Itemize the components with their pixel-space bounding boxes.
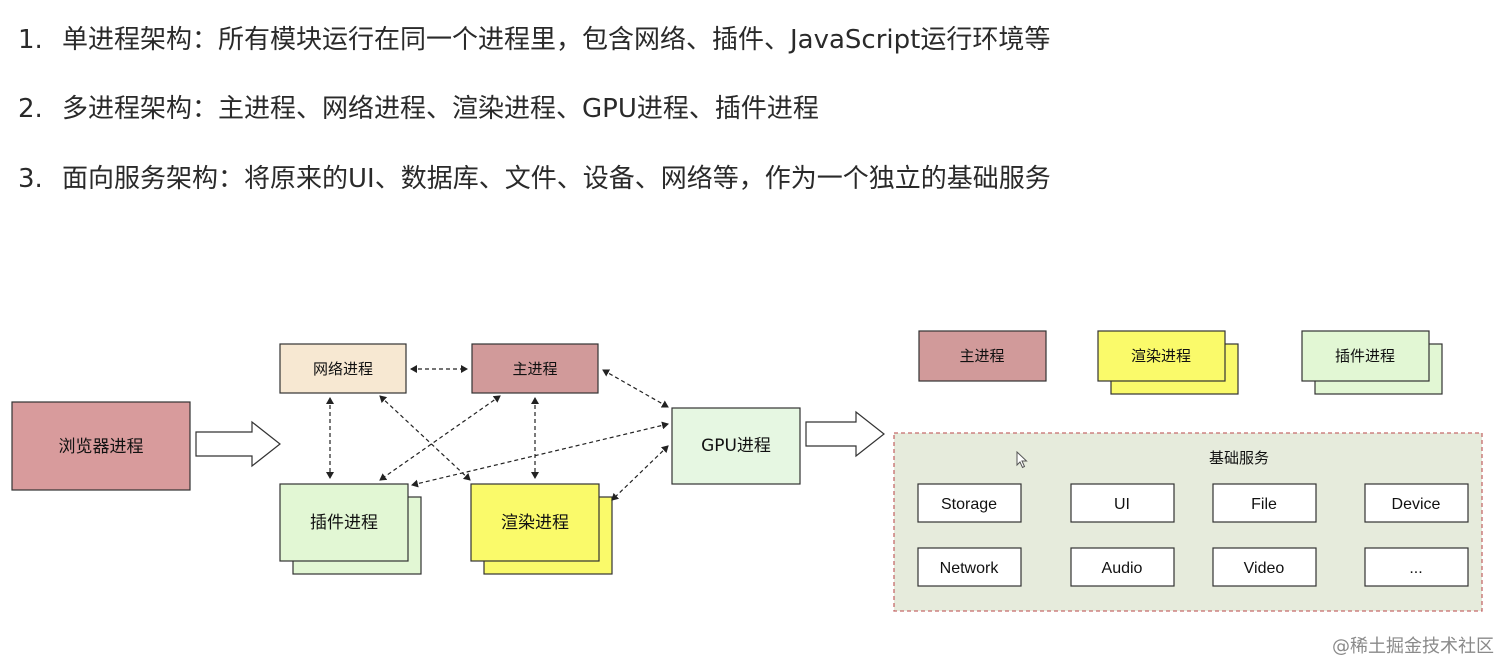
render-process-rect [470,483,600,562]
right-plugin-process-stack: 插件进程 [1301,330,1443,395]
right-main-process-box: 主进程 [918,330,1047,382]
base-services-title: 基础服务 [1209,449,1269,467]
service-file-label: File [1251,496,1277,513]
hollow-arrow-2 [805,410,885,458]
list-item: 3. 面向服务架构：将原来的UI、数据库、文件、设备、网络等，作为一个独立的基础服… [18,161,1051,197]
right-main-process-label: 主进程 [959,347,1004,365]
list-item-text: 多进程架构：主进程、网络进程、渲染进程、GPU进程、插件进程 [62,94,819,124]
mouse-cursor-icon [1016,451,1028,469]
main-process-label: 主进程 [512,360,557,378]
service-audio-rect [1070,547,1175,587]
service-video-label: Video [1244,560,1285,577]
browser-process-rect [11,401,191,491]
network-process-box: 网络进程 [279,343,407,394]
main-process-box: 主进程 [471,343,599,394]
service-item: File [1212,483,1317,523]
service-item: ... [1364,547,1469,587]
connector-network-render [379,395,471,481]
right-plugin-process-rect [1301,330,1430,382]
connector-gpu-render [611,445,669,501]
list-item-number: 2. [18,94,43,124]
right-render-process-label: 渲染进程 [1131,347,1191,365]
service-network-label: Network [940,560,1000,577]
service-item: Network [917,547,1022,587]
render-process-label: 渲染进程 [501,513,569,533]
service-network-rect [917,547,1022,587]
service-more-label: ... [1409,560,1422,577]
plugin-process-stack: 插件进程 [279,483,422,575]
connector-main-gpu [602,369,669,408]
list-item-text: 单进程架构：所有模块运行在同一个进程里，包含网络、插件、JavaScript运行… [62,25,1051,55]
list-item-text: 面向服务架构：将原来的UI、数据库、文件、设备、网络等，作为一个独立的基础服务 [62,164,1051,194]
gpu-process-box: GPU进程 [671,407,801,485]
connector-gpu-plugin [411,421,669,488]
connector-main-plugin [379,395,501,481]
service-device-label: Device [1392,496,1441,513]
watermark: @稀土掘金技术社区 [1332,636,1494,657]
gpu-process-rect [671,407,801,485]
render-process-stack: 渲染进程 [470,483,613,575]
service-file-rect [1212,483,1317,523]
browser-process-label: 浏览器进程 [59,437,144,457]
right-main-process-rect [918,330,1047,382]
service-device-rect [1364,483,1469,523]
list-item: 1. 单进程架构：所有模块运行在同一个进程里，包含网络、插件、JavaScript… [18,22,1050,58]
list-item-number: 3. [18,164,43,194]
browser-process-box: 浏览器进程 [11,401,191,491]
main-process-rect [471,343,599,394]
service-item: Video [1212,547,1317,587]
service-ui-label: UI [1114,496,1130,513]
base-services-container: 基础服务 Storage UI File Device Network Audi… [893,432,1483,612]
service-item: UI [1070,483,1175,523]
service-item: Storage [917,483,1022,523]
list-item: 2. 多进程架构：主进程、网络进程、渲染进程、GPU进程、插件进程 [18,91,819,127]
network-process-rect [279,343,407,394]
connector-group [326,365,669,501]
right-render-process-rect [1097,330,1226,382]
service-more-rect [1364,547,1469,587]
service-audio-label: Audio [1102,560,1143,577]
service-storage-rect [917,483,1022,523]
plugin-process-rect [279,483,409,562]
right-render-process-stack: 渲染进程 [1097,330,1239,395]
network-process-label: 网络进程 [313,360,373,378]
service-storage-label: Storage [941,496,997,513]
hollow-arrow-1 [195,420,281,468]
plugin-process-label: 插件进程 [310,513,378,533]
gpu-process-label: GPU进程 [701,436,771,456]
service-item: Audio [1070,547,1175,587]
list-item-number: 1. [18,25,43,55]
service-video-rect [1212,547,1317,587]
service-ui-rect [1070,483,1175,523]
right-plugin-process-label: 插件进程 [1335,347,1395,365]
service-item: Device [1364,483,1469,523]
